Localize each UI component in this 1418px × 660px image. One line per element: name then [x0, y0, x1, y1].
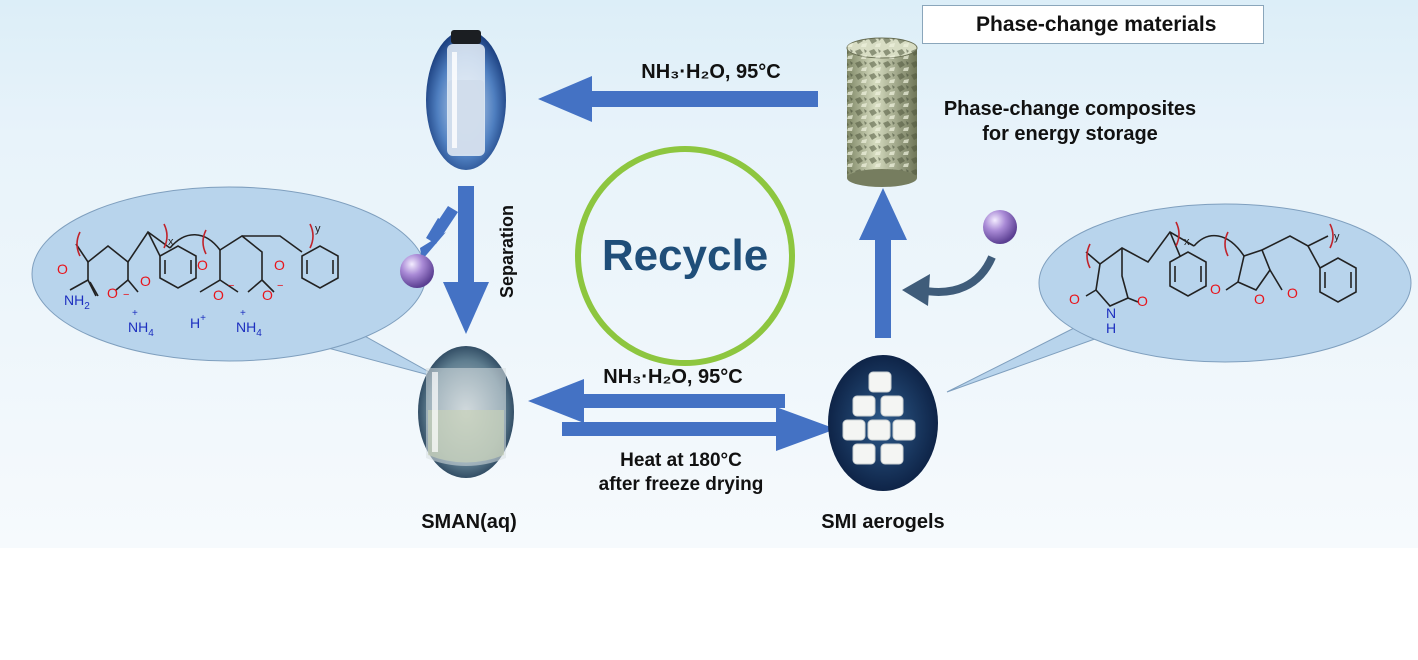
bottom-left-arrow [528, 379, 785, 423]
right-sub-x: x [1184, 236, 1190, 248]
left-chemical-structure [69, 230, 339, 297]
up-arrow [859, 188, 907, 338]
right-speech-bubble [946, 203, 1412, 393]
bottom-arrow-label-top: NH₃·H₂O, 95°C [603, 366, 742, 388]
left-structure-labels: O NH2 O O − O O − O O − x y + NH4 H+ + N… [57, 223, 321, 339]
left-atom-o6: O [274, 257, 285, 273]
vial-photo [426, 30, 506, 170]
left-atom-o4: O [197, 257, 208, 273]
diagram-canvas: O NH2 O O − O O − O O − x y + NH4 H+ + N… [0, 0, 1418, 548]
separation-arrow [443, 186, 489, 334]
recycle-label: Recycle [602, 231, 768, 280]
right-atom-h: H [1106, 320, 1116, 336]
curved-arrow [919, 255, 996, 296]
left-atom-o3: O [140, 273, 151, 289]
left-nh4a-charge: + [132, 308, 138, 319]
pcm-sphere-left [400, 254, 434, 288]
left-speech-bubble [31, 186, 441, 379]
smi-photo [828, 355, 938, 491]
right-atom-o3: O [1210, 281, 1221, 297]
right-atom-o5: O [1287, 285, 1298, 301]
sman-photo [418, 346, 514, 478]
left-atom-o7: O [262, 287, 273, 303]
left-nh4b-charge: + [240, 308, 246, 319]
right-atom-o2: O [1137, 293, 1148, 309]
smi-label: SMI aerogels [821, 511, 944, 533]
composite-cylinder [846, 37, 918, 187]
bottom-arrow-label-line2: after freeze drying [599, 474, 764, 495]
pcm-sphere-right [983, 210, 1017, 244]
top-arrow-label: NH₃·H₂O, 95°C [641, 61, 780, 83]
left-atom-o5-charge: − [228, 280, 234, 292]
right-structure-labels: O O N H O O O x y [1069, 231, 1340, 336]
legend-label: Phase-change materials [976, 13, 1217, 36]
left-nh4b: NH4 [236, 319, 262, 339]
curved-arrow-head [902, 274, 930, 306]
diagram-svg: O NH2 O O − O O − O O − x y + NH4 H+ + N… [31, 11, 1412, 533]
left-atom-o7-charge: − [277, 280, 283, 292]
bottom-right-arrow [562, 407, 836, 451]
right-chemical-structure [1085, 230, 1357, 307]
small-dashed-arrow [420, 206, 458, 260]
composites-label-line1: Phase-change composites [944, 98, 1196, 120]
legend-box: Phase-change materials [922, 5, 1264, 44]
separation-label: Separation [497, 205, 517, 298]
right-atom-o1: O [1069, 291, 1080, 307]
top-arrow [538, 76, 818, 122]
right-structure-brackets [1086, 221, 1334, 269]
left-sub-y: y [315, 223, 321, 235]
right-atom-o4: O [1254, 291, 1265, 307]
left-atom-o3-charge: − [123, 289, 129, 301]
left-atom-nh2: NH2 [64, 292, 90, 312]
composites-label-line2: for energy storage [982, 123, 1158, 145]
left-atom-o1: O [57, 261, 68, 277]
sman-label: SMAN(aq) [421, 511, 517, 533]
left-atom-o2: O [107, 285, 118, 301]
right-atom-n: N [1106, 305, 1116, 321]
left-nh4a: NH4 [128, 319, 154, 339]
left-atom-o5: O [213, 287, 224, 303]
bottom-arrow-label-line1: Heat at 180°C [620, 450, 742, 471]
left-structure-brackets [76, 223, 314, 257]
left-sub-x: x [168, 236, 174, 248]
left-h-plus: H+ [190, 313, 206, 331]
right-sub-y: y [1334, 231, 1340, 243]
recycle-circle [575, 146, 795, 366]
